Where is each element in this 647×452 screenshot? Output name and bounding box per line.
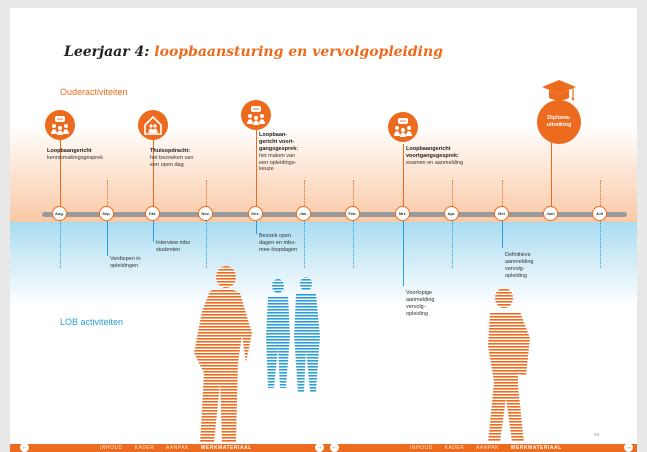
nov-lob-connector [206,220,207,268]
month-marker: Juni [543,206,558,221]
okt-lob-connector [153,220,154,242]
nav-link-aanpak[interactable]: AANPAK [475,445,499,451]
footer-nav-left: INHOUD KADER AANPAK WERKMATERIAAL [100,444,262,452]
juni-connector [551,142,552,210]
lob-activity-sep: Verdiepen in opleidingen [110,256,141,269]
graduation-cap-icon [542,80,576,101]
month-marker: Aug. [52,206,67,221]
sep-connector [107,180,108,206]
apr-connector [452,180,453,206]
nav-link-kader[interactable]: KADER [134,445,155,451]
next-page-button-right[interactable]: → [624,443,633,452]
lob-activity-okt: Interview mbo studenten [156,240,191,253]
aug-connector [60,140,61,210]
page-number: 29 [594,432,600,437]
mrt-lob-connector [403,220,404,286]
month-marker: Juli [592,206,607,221]
activity-text: het bezoeken van een open dag [150,154,194,168]
walking-student-figure [488,288,530,442]
nav-link-kader[interactable]: KADER [444,445,465,451]
standing-couple-figure [266,277,320,392]
timeline-bar [42,212,627,217]
lob-activity-mei: Definitieve aanmelding vervolg-opleiding [505,252,534,279]
parent-band [10,126,637,222]
month-marker: Mei [494,206,509,221]
month-marker: Sep. [99,206,114,221]
title-accent: loopbaansturing en vervolgopleiding [154,44,443,60]
parent-activity-aug: Loopbaangericht kennismakingsgesprek [47,148,107,162]
nav-link-werkmateriaal[interactable]: WERKMATERIAAL [510,445,562,451]
feb-connector [353,180,354,206]
month-marker: Jan. [296,206,311,221]
month-marker: Feb. [345,206,360,221]
parent-section-label: Ouderactiviteiten [60,87,128,97]
lob-activity-mrt: Voorlopige aanmelding vervolg-opleiding [406,290,435,317]
footer-navigation: ← INHOUD KADER AANPAK WERKMATERIAAL → ← … [10,443,637,452]
month-marker: Mrt. [395,206,410,221]
conversation-icon [45,110,75,140]
footer-nav-right: INHOUD KADER AANPAK WERKMATERIAAL [410,444,572,452]
nav-link-aanpak[interactable]: AANPAK [165,445,189,451]
sep-lob-connector [107,220,108,256]
prev-page-button[interactable]: ← [20,443,29,452]
month-marker: Okt. [145,206,160,221]
lob-band [10,222,637,308]
mei-lob-connector [502,220,503,248]
month-marker: Apr. [444,206,459,221]
parent-activity-mrt: Loopbaangericht voortgangsgesprek: exame… [406,146,484,167]
page-title: Leerjaar 4: loopbaansturing en vervolgop… [64,44,443,60]
conversation-icon [241,100,271,130]
apr-lob-connector [452,220,453,268]
activity-text: examen en aanmelding [406,159,464,166]
nav-link-werkmateriaal[interactable]: WERKMATERIAAL [200,445,252,451]
mrt-connector [403,144,404,210]
juli-lob-connector [600,220,601,268]
lob-activity-dec: Bezoek open dagen en mbo-mee-loopdagen [259,233,298,253]
parent-activity-dec: Loopbaan-gericht voort-gangsgesprek: het… [259,132,299,173]
mei-connector [502,180,503,206]
prev-page-button-right[interactable]: ← [330,443,339,452]
nov-connector [206,180,207,206]
activity-title: Thuisopdracht: [150,148,191,154]
activity-text: kennismakingsgesprek [47,154,103,161]
dec-lob-connector [256,220,257,234]
next-page-button[interactable]: → [315,443,324,452]
nav-link-inhoud[interactable]: INHOUD [100,445,123,451]
dec-connector [256,130,257,210]
diploma-badge: Diploma-uitreiking [537,100,581,144]
feb-lob-connector [353,220,354,268]
house-family-icon [138,110,168,140]
nav-link-inhoud[interactable]: INHOUD [410,445,433,451]
okt-connector [153,140,154,210]
juli-connector [600,180,601,206]
activity-title: Loopbaangericht [47,148,92,154]
activity-title: Loopbaangericht voortgangsgesprek: [406,146,459,159]
jan-lob-connector [304,220,305,268]
month-marker: Nov. [198,206,213,221]
aug-lob-connector [60,220,61,268]
walking-person-figure [194,266,252,443]
month-marker: Dec. [248,206,263,221]
title-prefix: Leerjaar 4: [64,44,150,60]
parent-activity-okt: Thuisopdracht: het bezoeken van een open… [150,148,194,169]
document-page: Leerjaar 4: loopbaansturing en vervolgop… [10,8,637,444]
jan-connector [304,180,305,206]
activity-title: Loopbaan-gericht voort-gangsgesprek: [259,132,299,152]
conversation-icon [388,112,418,142]
activity-text: het maken van een opleidings-keuze [259,152,297,173]
lob-section-label: LOB activiteiten [60,317,124,327]
